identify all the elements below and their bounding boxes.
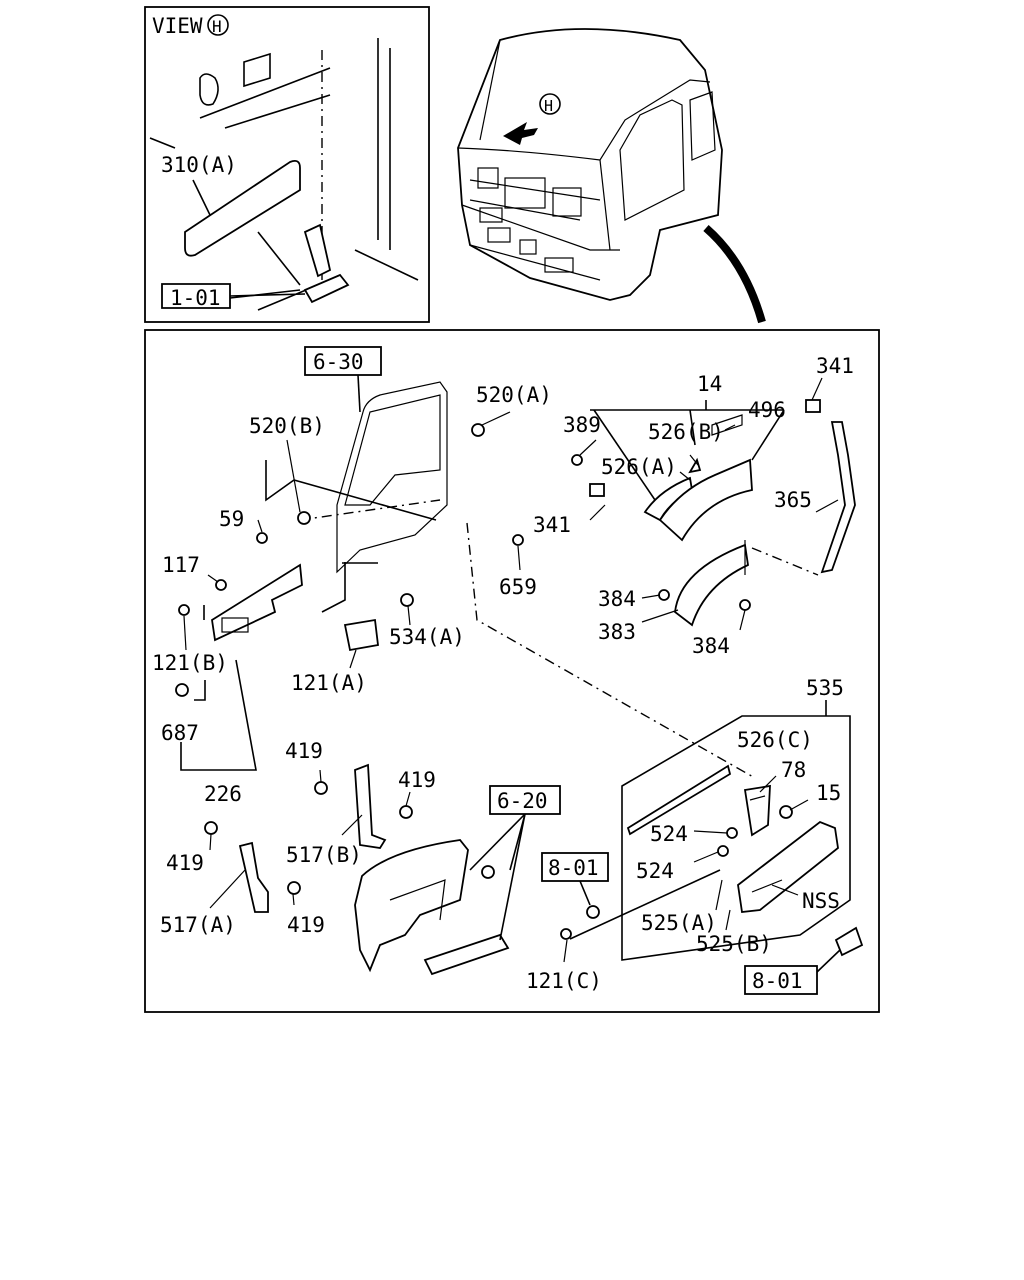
brackets-517 (238, 763, 387, 913)
label-659: 659 (499, 575, 537, 599)
label-524-b: 524 (636, 859, 674, 883)
ref-box-8-01-a (541, 852, 609, 882)
group-535 (621, 700, 851, 961)
rod-365 (820, 421, 856, 574)
hinge-bracket (211, 563, 303, 642)
label-419-a: 419 (285, 739, 323, 763)
label-341-mid: 341 (533, 513, 571, 537)
ref-8-01-b: 8-01 (752, 969, 803, 993)
inset-view-marker: H (212, 17, 222, 36)
label-525b: 525(B) (696, 932, 772, 956)
label-526a: 526(A) (601, 455, 677, 479)
latch-121a (343, 618, 379, 652)
label-117: 117 (162, 553, 200, 577)
label-226: 226 (204, 782, 242, 806)
label-14: 14 (697, 372, 722, 396)
fender-assembly (643, 414, 753, 627)
label-526b: 526(B) (648, 420, 724, 444)
label-365: 365 (774, 488, 812, 512)
ref-6-30: 6-30 (313, 350, 364, 374)
part-labels: 14 341 520(A) 389 526(B) 496 520(B) 526(… (152, 354, 854, 993)
ref-8-01-a: 8-01 (548, 856, 599, 880)
label-525a: 525(A) (641, 911, 717, 935)
label-526c: 526(C) (737, 728, 813, 752)
label-534a: 534(A) (389, 625, 465, 649)
label-384-b: 384 (692, 634, 730, 658)
ref-6-20: 6-20 (497, 789, 548, 813)
label-419-c: 419 (166, 851, 204, 875)
label-384-a: 384 (598, 587, 636, 611)
label-496: 496 (748, 398, 786, 422)
label-121c: 121(C) (526, 969, 602, 993)
label-517a: 517(A) (160, 913, 236, 937)
label-310a: 310(A) (161, 153, 237, 177)
label-535: 535 (806, 676, 844, 700)
label-59: 59 (219, 507, 244, 531)
ref-1-01: 1-01 (170, 286, 221, 310)
label-15: 15 (816, 781, 841, 805)
label-520b: 520(B) (249, 414, 325, 438)
label-341-top: 341 (816, 354, 854, 378)
fasteners (175, 399, 821, 940)
step-cover (354, 839, 510, 976)
leader-lines (183, 377, 839, 963)
label-389: 389 (563, 413, 601, 437)
ref-box-6-30 (304, 346, 382, 376)
ref-box-8-01-b (744, 965, 818, 995)
inset-view-h: VIEW H 310(A) 1-01 (144, 6, 430, 323)
label-383: 383 (598, 620, 636, 644)
label-nss: NSS (802, 889, 840, 913)
cab-view-marker: H (544, 97, 553, 115)
label-121a: 121(A) (291, 671, 367, 695)
label-520a: 520(A) (476, 383, 552, 407)
truck-cab-illustration: H (457, 28, 766, 324)
door-panel (299, 381, 448, 574)
inset-view-label: VIEW (152, 14, 203, 38)
label-419-b: 419 (398, 768, 436, 792)
label-524-a: 524 (650, 822, 688, 846)
label-121b: 121(B) (152, 651, 228, 675)
label-517b: 517(B) (286, 843, 362, 867)
label-419-d: 419 (287, 913, 325, 937)
label-687: 687 (161, 721, 199, 745)
label-78: 78 (781, 758, 806, 782)
main-diagram-frame (144, 329, 880, 1013)
